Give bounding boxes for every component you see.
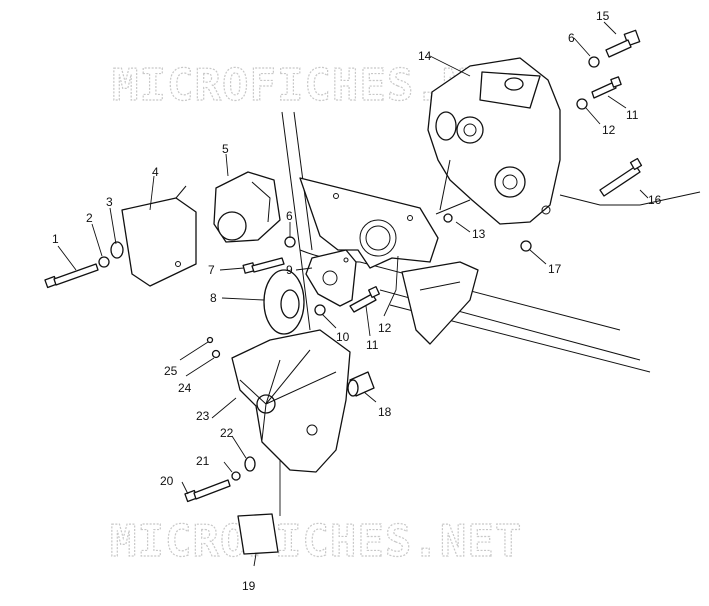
callout-25: 25 xyxy=(164,364,178,378)
callout-23: 23 xyxy=(196,409,210,423)
callout-11a: 11 xyxy=(366,338,379,352)
decal-19 xyxy=(237,513,279,555)
washer-6b xyxy=(588,56,600,68)
washer-2 xyxy=(98,256,110,268)
callout-1: 1 xyxy=(52,232,59,246)
watermark-bottom: MICROFICHES.NET xyxy=(110,516,522,567)
nut-10 xyxy=(314,304,326,316)
drive-disc xyxy=(263,269,305,335)
mount-bracket xyxy=(121,185,197,287)
washer-21 xyxy=(231,471,241,481)
callout-18: 18 xyxy=(378,405,392,419)
bolt-11a xyxy=(349,286,380,313)
callout-8: 8 xyxy=(210,291,217,305)
bolt-11b xyxy=(591,76,622,99)
callout-20: 20 xyxy=(160,474,174,488)
motor-assembly xyxy=(213,171,281,243)
screw-25 xyxy=(206,336,214,344)
bolt-20 xyxy=(184,479,231,503)
washer-12b xyxy=(576,98,588,110)
bolt-1 xyxy=(44,263,99,289)
callout-12a: 12 xyxy=(378,321,392,335)
callout-19: 19 xyxy=(242,579,256,593)
callout-7: 7 xyxy=(208,263,215,277)
nut-17 xyxy=(520,240,532,252)
callout-4: 4 xyxy=(152,165,159,179)
callout-6b: 6 xyxy=(568,31,575,45)
callout-13: 13 xyxy=(472,227,486,241)
callout-15: 15 xyxy=(596,9,610,23)
callout-10: 10 xyxy=(336,330,350,344)
chain-guard xyxy=(231,329,351,473)
spacer-18 xyxy=(347,371,375,397)
bolt-13 xyxy=(443,213,453,223)
lower-bracket xyxy=(401,261,479,345)
callout-labels: 1 2 3 4 5 6 7 8 9 10 11 12 13 14 15 6 11… xyxy=(52,9,662,593)
callout-21: 21 xyxy=(196,454,210,468)
callout-6a: 6 xyxy=(286,209,293,223)
gearcase xyxy=(427,57,561,225)
callout-22: 22 xyxy=(220,426,234,440)
callout-3: 3 xyxy=(106,195,113,209)
callout-2: 2 xyxy=(86,211,93,225)
callout-5: 5 xyxy=(222,142,229,156)
bolt-7 xyxy=(242,257,285,274)
callout-9: 9 xyxy=(286,263,293,277)
washer-22 xyxy=(244,456,256,472)
leader-lines xyxy=(57,21,649,567)
washer-24 xyxy=(211,349,221,359)
washer-3 xyxy=(110,241,124,259)
callout-17: 17 xyxy=(548,262,562,276)
callout-12b: 12 xyxy=(602,123,616,137)
washer-6a xyxy=(284,236,296,248)
bolt-15 xyxy=(605,29,641,58)
callout-11b: 11 xyxy=(626,108,639,122)
mounting-plate xyxy=(299,177,439,269)
bracket-plate-9 xyxy=(305,249,357,307)
callout-14: 14 xyxy=(418,49,432,63)
callout-24: 24 xyxy=(178,381,192,395)
callout-16: 16 xyxy=(648,193,662,207)
bolt-16 xyxy=(599,157,643,197)
